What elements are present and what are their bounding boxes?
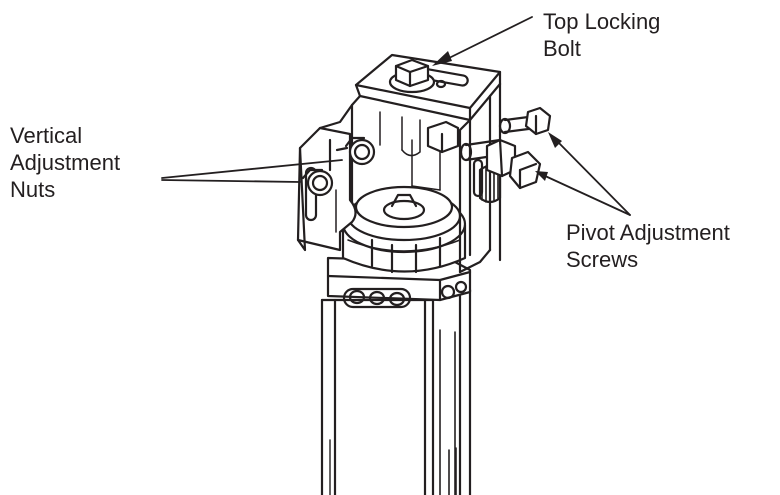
collar-hole-row (342, 287, 412, 309)
arrowhead-pivot-upper (548, 132, 562, 148)
label-vertical-adjustment-nuts: Vertical Adjustment Nuts (10, 122, 120, 203)
right-hex-head (426, 120, 460, 154)
leader-vertical-nut-upper (161, 159, 343, 179)
arrowhead-top-bolt (432, 51, 452, 66)
label-vertical-line1: Vertical (10, 123, 83, 148)
label-vertical-line3: Nuts (10, 177, 56, 202)
pivot-disc (341, 185, 467, 274)
leader-top-locking-bolt (444, 16, 533, 61)
label-pivot-adjustment-screws: Pivot Adjustment Screws (566, 219, 730, 273)
callout-leaders (161, 16, 631, 216)
label-top-locking-bolt-line2: Bolt (543, 36, 581, 61)
pivot-screw-lower (459, 138, 542, 204)
collar-side-holes (440, 280, 468, 300)
leader-pivot-screw-lower (542, 174, 631, 216)
vertical-adjustment-nut-lower (301, 168, 334, 197)
label-top-locking-bolt: Top Locking Bolt (543, 8, 660, 62)
label-pivot-line2: Screws (566, 247, 639, 272)
label-vertical-line2: Adjustment (10, 150, 121, 175)
vertical-adjustment-nut-upper (344, 136, 376, 166)
post-tube (320, 288, 472, 495)
top-locking-bolt (388, 58, 447, 94)
label-top-locking-bolt-line1: Top Locking (543, 9, 661, 34)
leader-pivot-screw-upper (555, 139, 631, 216)
arrowhead-pivot-lower (535, 171, 548, 181)
pivot-screw-upper (498, 106, 552, 136)
label-pivot-line1: Pivot Adjustment (566, 220, 730, 245)
leader-vertical-nut-lower (161, 179, 301, 183)
callout-arrowheads (432, 51, 562, 181)
